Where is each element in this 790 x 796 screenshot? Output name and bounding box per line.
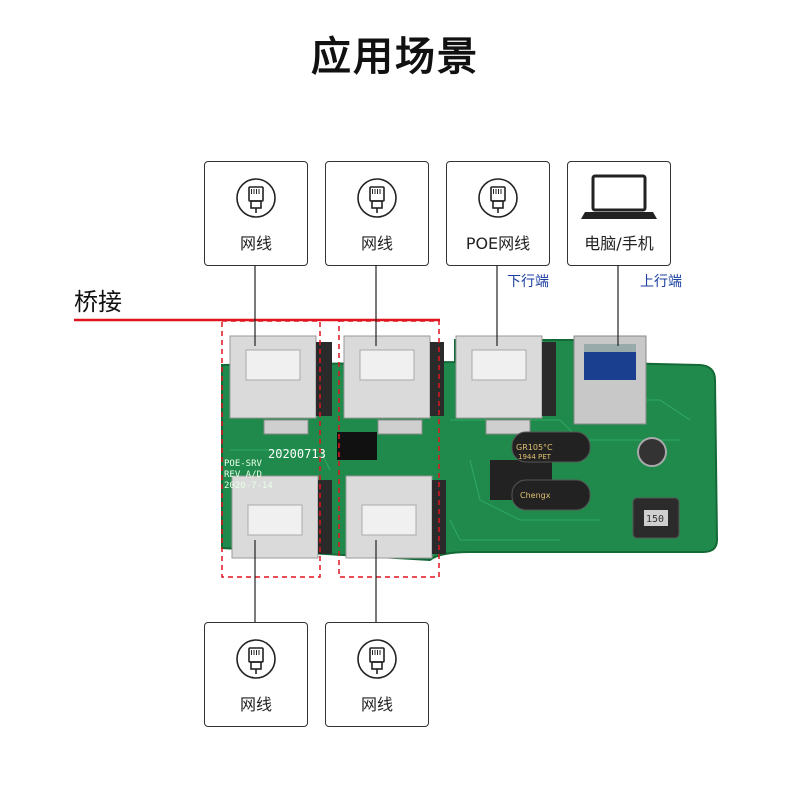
page-title: 应用场景 xyxy=(311,34,479,80)
cap-temp: GR105°C xyxy=(516,443,553,452)
silk-date: 20200713 xyxy=(268,447,326,461)
electrolytic-cap xyxy=(637,437,667,467)
downstream-label: 下行端 xyxy=(507,274,549,290)
rj45-plug-icon xyxy=(357,178,397,218)
top-box-label: 网线 xyxy=(360,234,393,253)
rj45-plug-icon xyxy=(357,639,397,679)
silk-build: 2020-7-14 xyxy=(224,481,273,491)
rj45-jack-2 xyxy=(343,335,444,435)
top-box-label: 电脑/手机 xyxy=(584,234,654,253)
upstream-label: 上行端 xyxy=(640,274,682,290)
rj45-jack-poe xyxy=(455,335,556,435)
cap-brand: Chengx xyxy=(520,491,551,500)
bridge-label: 桥接 xyxy=(74,288,122,316)
inductor-mark: 150 xyxy=(646,514,664,525)
rj45-jack-3 xyxy=(231,475,332,559)
cap-spec: 1944 PET xyxy=(518,453,552,461)
top-box-lan-1: 网线 xyxy=(204,161,308,266)
bottom-box-lan-1: 网线 xyxy=(204,622,308,727)
rj45-jack-4 xyxy=(345,475,446,559)
connector-lines xyxy=(254,265,619,622)
rj45-plug-icon xyxy=(236,178,276,218)
silk-model: POE-SRV xyxy=(224,459,263,469)
bottom-box-lan-2: 网线 xyxy=(325,622,429,727)
top-box-poe: POE网线 xyxy=(446,161,550,266)
bottom-box-label: 网线 xyxy=(360,695,393,714)
bridge-group-2 xyxy=(338,320,440,578)
rj45-plug-icon xyxy=(236,639,276,679)
capacitors xyxy=(511,431,591,511)
top-box-lan-2: 网线 xyxy=(325,161,429,266)
top-box-label: 网线 xyxy=(239,234,272,253)
bridge-group-1 xyxy=(221,320,321,578)
rj45-plug-icon xyxy=(478,178,518,218)
top-box-label: POE网线 xyxy=(465,234,531,253)
laptop-icon xyxy=(581,174,657,219)
ic-chip xyxy=(337,432,377,460)
bottom-box-label: 网线 xyxy=(239,695,272,714)
usb-port xyxy=(573,335,647,425)
top-box-device: 电脑/手机 xyxy=(567,161,671,266)
silk-rev: REV A/D xyxy=(224,470,262,480)
